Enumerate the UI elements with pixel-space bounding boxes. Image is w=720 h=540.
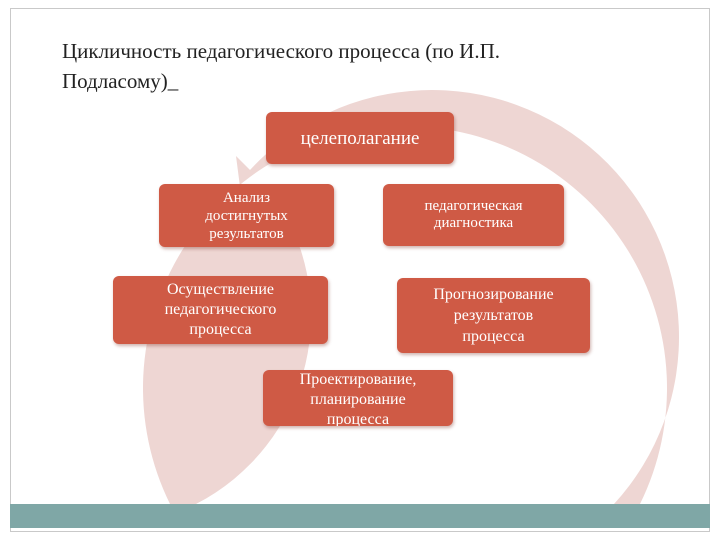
node-analysis: Анализ достигнутых результатов (159, 184, 334, 247)
node-design: Проектирование, планирование процесса (263, 370, 453, 426)
node-diagnostics-label: педагогическая диагностика (424, 198, 523, 231)
slide-frame (10, 8, 710, 532)
node-design-label: Проектирование, планирование процесса (299, 371, 417, 426)
node-diagnostics: педагогическая диагностика (383, 184, 564, 246)
node-analysis-label: Анализ достигнутых результатов (205, 189, 288, 242)
node-forecast: Прогнозирование результатов процесса (397, 278, 590, 353)
node-implementation: Осуществление педагогического процесса (113, 276, 328, 344)
node-goal: целеполагание (266, 112, 454, 164)
node-forecast-label: Прогнозирование результатов процесса (433, 286, 554, 345)
node-goal-label: целеполагание (300, 127, 420, 149)
slide-title: Цикличность педагогического процесса (по… (62, 39, 501, 93)
node-implementation-label: Осуществление педагогического процесса (164, 281, 277, 338)
footer-bar (10, 504, 710, 528)
